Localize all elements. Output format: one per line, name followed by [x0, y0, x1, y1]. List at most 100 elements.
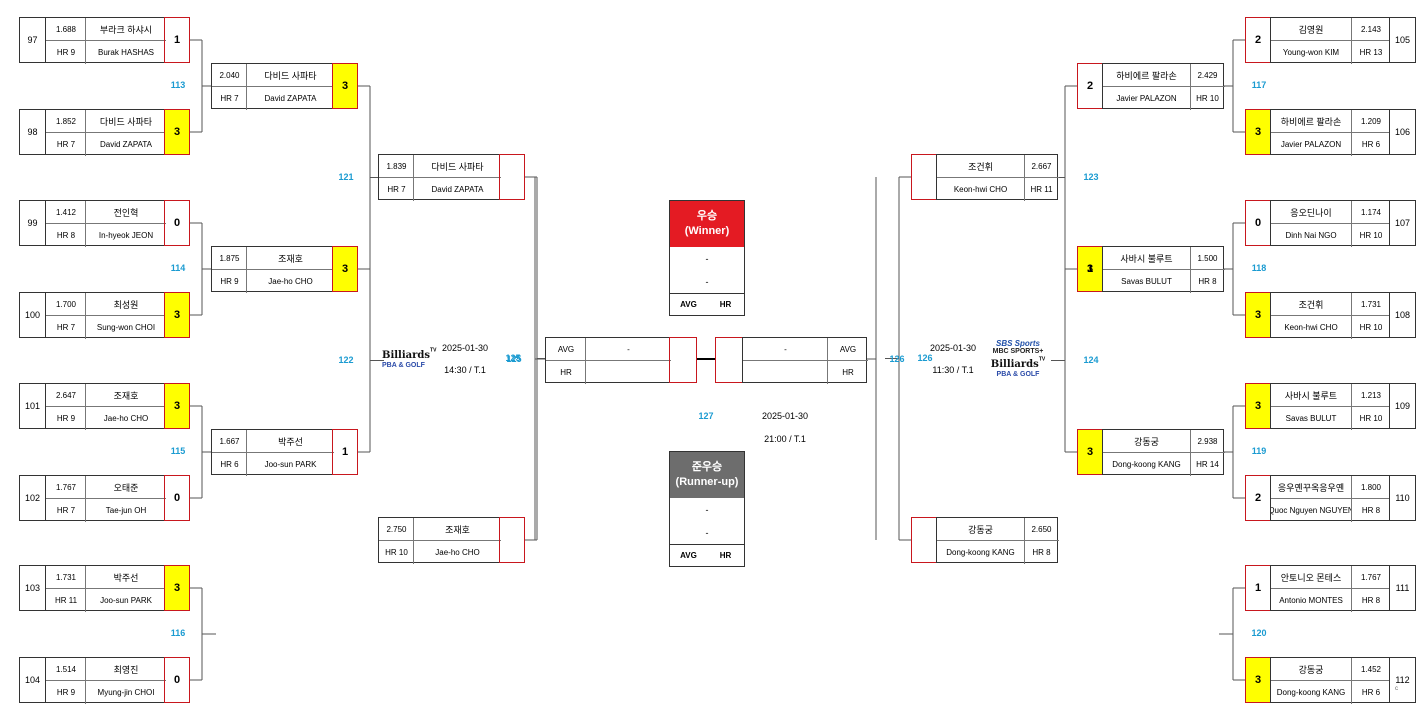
final-left-hr-label: HR	[560, 368, 572, 377]
player-name-english: Savas BULUT	[1285, 414, 1337, 423]
billiards-tv-superscript: TV	[430, 347, 437, 354]
player-name-english: David ZAPATA	[431, 185, 484, 194]
player-high-run: HR 8	[1361, 596, 1381, 605]
player-avg: 1.412	[55, 208, 77, 217]
final-date: 2025-01-30	[761, 411, 809, 421]
col-divider	[1190, 247, 1191, 293]
player-name-english: Jae-ho CHO	[103, 414, 149, 423]
row-divider	[46, 588, 166, 589]
player-name-english: Dong-koong KANG	[1112, 460, 1181, 469]
seed-number: 99	[19, 200, 46, 246]
player-avg: 1.452	[1360, 665, 1382, 674]
seed-number: 109	[1389, 383, 1416, 429]
player-score: 2	[1245, 475, 1271, 521]
player-high-run: HR 8	[1198, 277, 1217, 286]
row-divider	[46, 40, 166, 41]
col-divider	[1351, 566, 1352, 612]
player-name-english: Keon-hwi CHO	[953, 185, 1008, 194]
player-score: 0	[164, 475, 190, 521]
player-high-run: HR 10	[385, 548, 408, 557]
billiards-tv-logo-text: Billiards	[382, 350, 431, 361]
col-divider	[413, 518, 414, 564]
row-divider	[1271, 315, 1391, 316]
col-divider	[1351, 384, 1352, 430]
player-high-run: HR 14	[1196, 460, 1219, 469]
player-avg: 1.875	[219, 254, 240, 263]
col-divider	[585, 338, 586, 384]
runner-up-title: 준우승	[691, 461, 723, 473]
row-divider	[46, 498, 166, 499]
player-avg: 1.800	[1360, 483, 1382, 492]
row-divider	[46, 315, 166, 316]
player-name-korean: 조건휘	[968, 162, 993, 172]
player-score: 3	[164, 109, 190, 155]
col-divider	[85, 566, 86, 612]
player-high-run: HR 9	[56, 48, 76, 57]
player-name-korean: 전인혁	[113, 208, 139, 218]
player-high-run: HR 13	[1359, 48, 1383, 57]
player-avg: 1.500	[1197, 254, 1218, 263]
player-high-run: HR 10	[1359, 231, 1383, 240]
final-left-value: -	[627, 345, 630, 354]
final-right-value: -	[784, 345, 787, 354]
winner-subtitle: (Winner)	[684, 225, 730, 237]
player-name-korean: 오태준	[113, 483, 139, 493]
match-number: 117	[1251, 80, 1267, 90]
runner-up-avg-label: AVG	[680, 551, 697, 560]
player-avg: 1.688	[55, 25, 77, 34]
col-divider	[1190, 64, 1191, 110]
col-divider	[85, 476, 86, 522]
player-name-english: Javier PALAZON	[1116, 94, 1177, 103]
seed-number: 101	[19, 383, 46, 429]
seed-number: 100	[19, 292, 46, 338]
row-divider	[1271, 406, 1391, 407]
row-divider	[212, 86, 334, 87]
player-avg: 1.731	[55, 573, 77, 582]
player-name-korean: 부라크 하샤시	[99, 25, 153, 35]
player-name-english: Young-won KIM	[1282, 48, 1340, 57]
col-divider	[85, 18, 86, 64]
player-avg: 2.429	[1197, 71, 1218, 80]
player-name-korean: 조재호	[113, 391, 139, 401]
col-divider	[1351, 476, 1352, 522]
player-name-english: Antonio MONTES	[1279, 596, 1343, 605]
col-divider	[1351, 658, 1352, 704]
player-name-korean: 응오딘나이	[1290, 208, 1332, 218]
seed-number: 98	[19, 109, 46, 155]
player-name-korean: 박주선	[278, 437, 303, 447]
row-divider	[1271, 132, 1391, 133]
match-number: 118	[1251, 263, 1267, 273]
match-number-final-left: 125	[506, 354, 522, 364]
col-divider	[246, 247, 247, 293]
player-name-korean: 조건휘	[1298, 300, 1324, 310]
row-divider	[937, 540, 1059, 541]
pba-golf-logo-text-right: PBA & GOLF	[996, 371, 1040, 378]
player-score: 3	[164, 565, 190, 611]
player-name-english: Tae-jun OH	[105, 506, 147, 515]
player-name-korean: 조재호	[278, 254, 303, 264]
seed-number: 105	[1389, 17, 1416, 63]
winner-line-2: -	[705, 276, 709, 287]
player-name-english: Joo-sun PARK	[100, 596, 152, 605]
player-score: 0	[1245, 200, 1271, 246]
player-avg: 2.040	[219, 71, 240, 80]
player-score: 3	[332, 63, 358, 109]
player-name-english: Quoc Nguyen NGUYEN	[1271, 506, 1351, 515]
player-score: 1	[164, 17, 190, 63]
player-high-run: HR 7	[387, 185, 406, 194]
player-name-korean: 강동궁	[1298, 665, 1324, 675]
player-name-english: Sung-won CHOI	[96, 323, 156, 332]
player-avg: 1.767	[1360, 573, 1382, 582]
player-name-korean: 강동궁	[1134, 437, 1159, 447]
runner-up-subtitle: (Runner-up)	[675, 476, 739, 488]
row-divider	[1271, 498, 1391, 499]
player-score: 3	[164, 383, 190, 429]
col-divider	[246, 430, 247, 476]
